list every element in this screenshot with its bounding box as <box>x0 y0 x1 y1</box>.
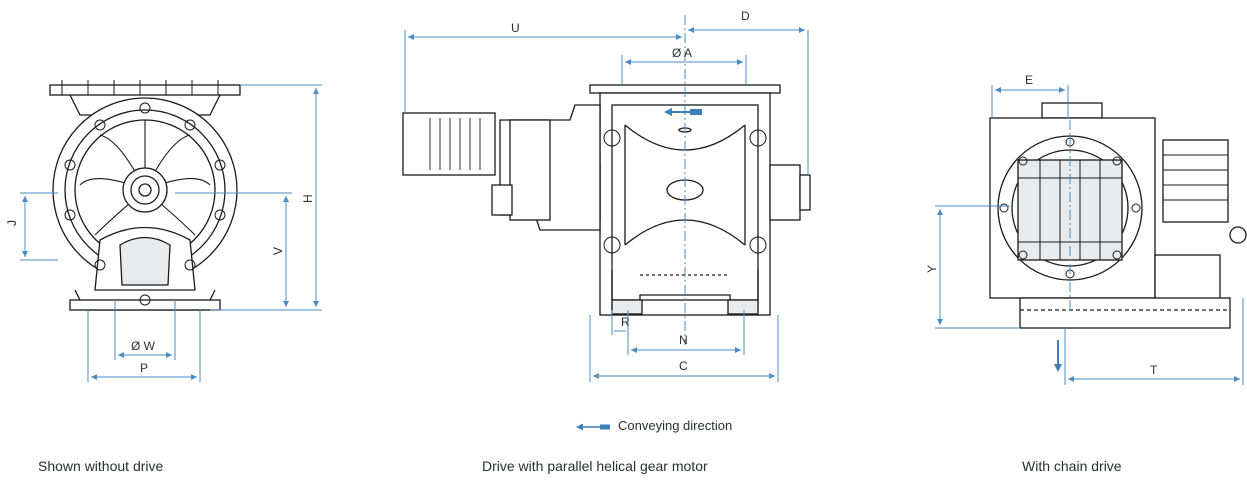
flow-arrow-right <box>1054 340 1062 372</box>
caption-chain-drive: With chain drive <box>1022 458 1122 474</box>
view-helical-gear-motor <box>402 84 811 316</box>
dimensions-middle <box>404 27 809 382</box>
view-chain-drive <box>989 102 1247 329</box>
dim-label-h: H <box>301 194 315 203</box>
dim-label-p: P <box>140 361 148 375</box>
dim-label-w: Ø W <box>131 339 156 353</box>
dim-label-e: E <box>1025 73 1033 87</box>
conveying-direction-label: Conveying direction <box>618 418 733 433</box>
caption-without-drive: Shown without drive <box>38 458 164 474</box>
dim-label-j: J <box>5 220 19 226</box>
dim-label-u: U <box>511 21 520 35</box>
dim-label-t: T <box>1150 363 1158 377</box>
caption-helical-gear-motor: Drive with parallel helical gear motor <box>482 458 708 474</box>
dim-label-r: R <box>621 315 630 329</box>
dimensions-right <box>935 85 1244 385</box>
dim-label-d: D <box>741 9 750 23</box>
dimensions-left <box>20 84 322 382</box>
conveying-direction-arrow-icon <box>576 423 610 431</box>
flow-arrow-middle <box>664 108 702 116</box>
conveying-direction-legend: Conveying direction <box>576 418 732 433</box>
dim-label-a: Ø A <box>672 46 692 60</box>
dim-label-y: Y <box>925 265 939 273</box>
view-without-drive <box>49 80 241 311</box>
dim-label-n: N <box>679 333 688 347</box>
dim-label-v: V <box>271 247 285 255</box>
dim-label-c: C <box>679 359 688 373</box>
